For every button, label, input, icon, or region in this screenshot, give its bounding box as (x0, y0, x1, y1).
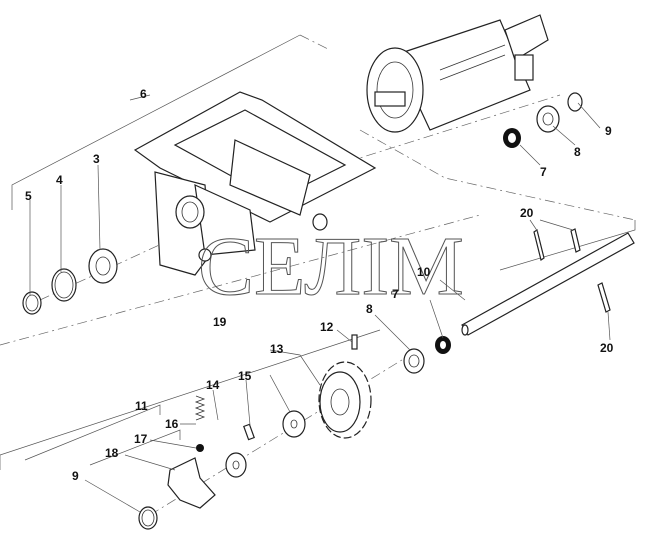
gear-assembly (167, 334, 372, 509)
callout-15: 15 (238, 369, 252, 383)
callout-18: 18 (105, 446, 119, 460)
callout-7-top: 7 (540, 165, 547, 179)
callout-17: 17 (134, 432, 148, 446)
callout-7-mid: 7 (392, 287, 399, 301)
callout-16: 16 (165, 417, 179, 431)
shaft-and-pins (461, 228, 635, 336)
assembly-lines (0, 34, 636, 516)
callout-8-mid: 8 (366, 302, 373, 316)
watermark: СЕЛIМ (198, 220, 464, 313)
callout-12: 12 (320, 320, 334, 334)
callout-8-top: 8 (574, 145, 581, 159)
callouts: 6 5 4 3 9 8 7 20 10 7 8 12 13 19 11 14 1… (25, 87, 614, 483)
callout-9-bottom: 9 (72, 469, 79, 483)
motor (366, 14, 549, 133)
callout-6: 6 (140, 87, 147, 101)
callout-20-top: 20 (520, 206, 534, 220)
housing-frame (133, 91, 377, 276)
callout-14: 14 (206, 378, 220, 392)
callout-10: 10 (417, 265, 431, 279)
callout-leaders (29, 94, 611, 513)
callout-13: 13 (270, 342, 284, 356)
callout-11: 11 (135, 399, 148, 413)
callout-3: 3 (93, 152, 100, 166)
callout-20-bottom: 20 (600, 341, 614, 355)
callout-4: 4 (56, 173, 63, 187)
rings-and-bearings (22, 92, 583, 530)
callout-9-top: 9 (605, 124, 612, 138)
callout-19: 19 (213, 315, 227, 329)
callout-5: 5 (25, 189, 32, 203)
